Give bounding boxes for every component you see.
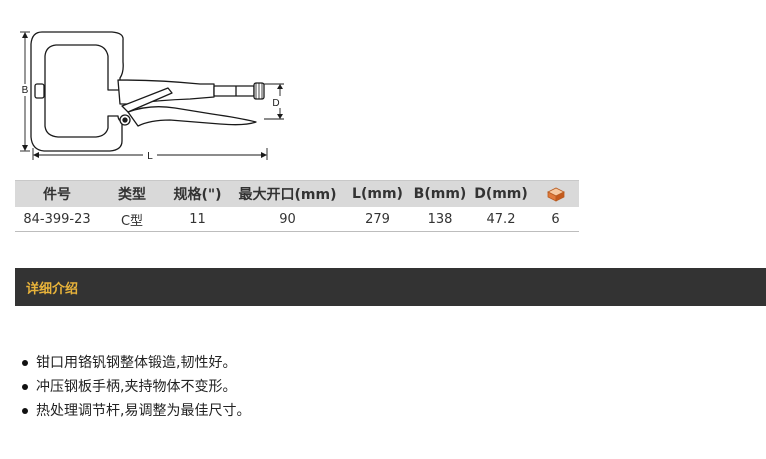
- bullet-icon: [22, 360, 28, 366]
- adjusting-screw: [213, 85, 255, 97]
- release-lever: [121, 87, 173, 113]
- header-package: [532, 180, 579, 207]
- dimension-b-label: B: [22, 85, 29, 96]
- header-type: 类型: [99, 180, 165, 207]
- cell-type: C型: [99, 207, 165, 232]
- list-item: 热处理调节杆,易调整为最佳尺寸。: [22, 399, 250, 423]
- lower-handle: [127, 106, 257, 127]
- cell-d: 47.2: [470, 207, 532, 232]
- feature-text: 热处理调节杆,易调整为最佳尺寸。: [36, 403, 251, 419]
- table-header-row: 件号 类型 规格(") 最大开口(mm) L(mm) B(mm) D(mm): [15, 180, 579, 207]
- feature-text: 冲压钢板手柄,夹持物体不变形。: [36, 379, 237, 395]
- package-box-icon: [546, 187, 565, 202]
- details-title: 详细介绍: [26, 281, 79, 297]
- swivel-pad: [34, 83, 45, 99]
- header-d: D(mm): [470, 180, 532, 207]
- header-b: B(mm): [410, 180, 470, 207]
- header-size: 规格("): [165, 180, 230, 207]
- cell-size: 11: [165, 207, 230, 232]
- c-frame-outer: [30, 31, 124, 152]
- header-length: L(mm): [345, 180, 410, 207]
- cell-part-no: 84-399-23: [15, 207, 99, 232]
- header-max-opening: 最大开口(mm): [230, 180, 345, 207]
- bullet-icon: [22, 408, 28, 414]
- c-clamp-locking-plier-diagram: B D L: [20, 31, 286, 162]
- list-item: 冲压钢板手柄,夹持物体不变形。: [22, 375, 250, 399]
- cell-b: 138: [410, 207, 470, 232]
- bullet-icon: [22, 384, 28, 390]
- spec-table: 件号 类型 规格(") 最大开口(mm) L(mm) B(mm) D(mm) 8…: [15, 180, 579, 232]
- cell-length: 279: [345, 207, 410, 232]
- table-row: 84-399-23 C型 11 90 279 138 47.2 6: [15, 207, 579, 232]
- details-section-bar: 详细介绍: [15, 268, 766, 306]
- header-part-no: 件号: [15, 180, 99, 207]
- feature-list: 钳口用铬钒钢整体锻造,韧性好。 冲压钢板手柄,夹持物体不变形。 热处理调节杆,易…: [22, 351, 250, 423]
- dimension-d-label: D: [272, 98, 279, 109]
- dimension-l-label: L: [147, 151, 153, 162]
- feature-text: 钳口用铬钒钢整体锻造,韧性好。: [36, 355, 237, 371]
- cell-max-opening: 90: [230, 207, 345, 232]
- list-item: 钳口用铬钒钢整体锻造,韧性好。: [22, 351, 250, 375]
- cell-package-qty: 6: [532, 207, 579, 232]
